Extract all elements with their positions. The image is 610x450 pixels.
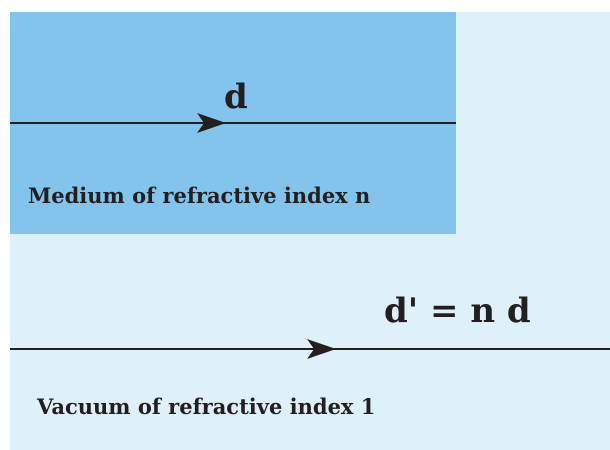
equivalent-path-label: d' = n d [384,291,531,331]
medium-label: Medium of refractive index n [28,183,371,208]
vacuum-path-arrowhead [307,339,336,359]
optical-path-d-label: d [224,77,248,117]
vacuum-label: Vacuum of refractive index 1 [37,394,376,419]
medium-path-arrowhead [197,113,226,133]
